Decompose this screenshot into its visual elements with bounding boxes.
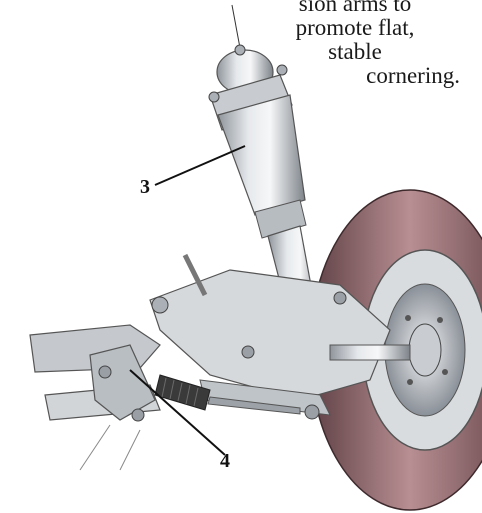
callout-3: 3 bbox=[140, 176, 150, 198]
callout-4: 4 bbox=[220, 450, 230, 472]
steering-rack bbox=[154, 374, 301, 415]
caption-line-1: sion arms to bbox=[298, 0, 412, 16]
callout-3-leader bbox=[154, 145, 246, 186]
subframe bbox=[29, 253, 208, 471]
caption-line-3: stable bbox=[328, 39, 382, 64]
caption-line-2: promote flat, bbox=[295, 15, 415, 40]
caption-line-4: cornering. bbox=[366, 63, 460, 88]
top-leader-line bbox=[231, 4, 241, 49]
callout-4-leader bbox=[129, 369, 226, 456]
caption-text: sion arms to promote flat, stable corner… bbox=[250, 0, 460, 88]
lower-control-arm bbox=[149, 269, 391, 420]
drive-shaft bbox=[329, 344, 411, 361]
